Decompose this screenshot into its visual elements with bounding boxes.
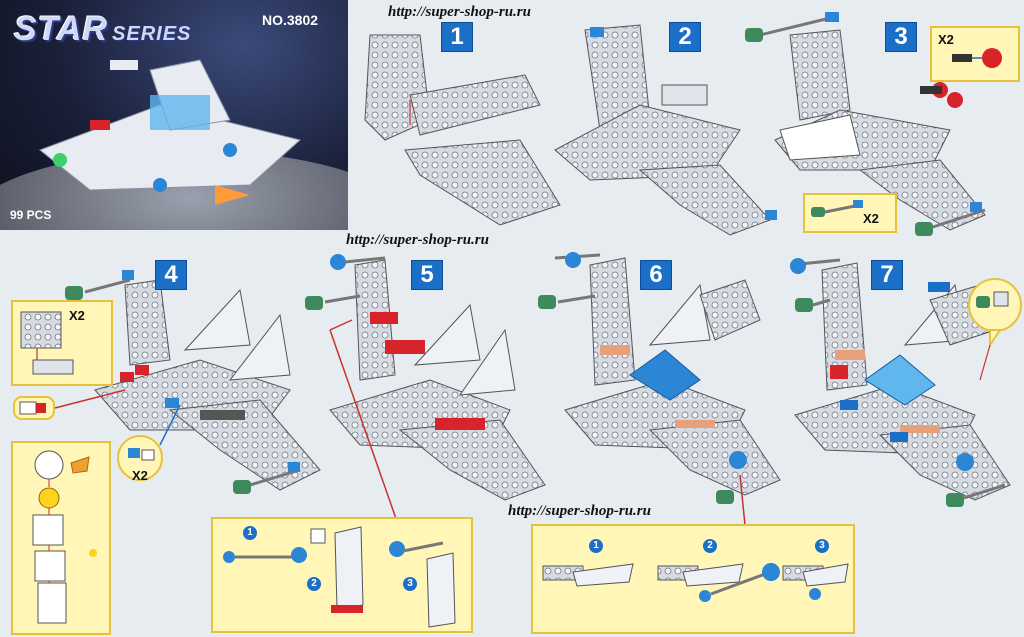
step3-bottom-callout: X2 <box>803 193 897 233</box>
step6-substep-3: 3 <box>815 539 829 553</box>
step6-substep-2: 2 <box>703 539 717 553</box>
piece-count: 99 PCS <box>10 208 52 222</box>
minifigure-assembly-icon <box>32 450 97 624</box>
step6-subassembly-callout: 1 2 3 <box>531 524 855 634</box>
step7-diagram <box>790 258 1011 507</box>
step6-subassembly-parts <box>542 563 849 602</box>
step4-plate-multiplier: X2 <box>69 308 85 323</box>
step5-substep-1: 1 <box>243 526 257 540</box>
step5-substep-3: 3 <box>403 577 417 591</box>
model-number: NO.3802 <box>262 12 319 28</box>
step5-diagram <box>305 254 546 531</box>
step5-subassembly-parts <box>223 526 456 628</box>
brand-star-text: STAR <box>14 10 109 48</box>
cover-spaceship-illustration <box>39 59 302 205</box>
watermark-url-middle: http://super-shop-ru.ru <box>346 232 489 248</box>
step4-diagram <box>54 270 321 494</box>
step2-diagram <box>554 24 777 236</box>
watermark-url-bottom: http://super-shop-ru.ru <box>508 503 651 519</box>
step3-diagram <box>745 12 986 236</box>
step6-substep-1: 1 <box>589 539 603 553</box>
step4-plate-part-icon <box>20 311 74 375</box>
step1-diagram <box>364 34 561 226</box>
step6-diagram <box>538 252 781 556</box>
minifigure-callout <box>11 441 111 635</box>
step-badge-6: 6 <box>640 260 672 290</box>
brand-series-text: SERIES <box>112 23 192 45</box>
step5-substep-2: 2 <box>307 577 321 591</box>
step-badge-3: 3 <box>885 22 917 52</box>
step3-top-callout: X2 <box>930 26 1020 82</box>
step4-bracket-multiplier: X2 <box>132 468 148 483</box>
step5-subassembly-callout: 1 2 3 <box>211 517 473 633</box>
step3-top-part-icon <box>952 48 1002 68</box>
watermark-url-top: http://super-shop-ru.ru <box>388 4 531 20</box>
step-badge-4: 4 <box>155 260 187 290</box>
step3-bottom-multiplier: X2 <box>863 211 879 226</box>
step3-top-multiplier: X2 <box>938 32 954 47</box>
step-badge-2: 2 <box>669 22 701 52</box>
step4-plate-callout: X2 <box>11 300 113 386</box>
step3-bottom-part-icon <box>811 200 863 217</box>
step-badge-7: 7 <box>871 260 903 290</box>
step-badge-5: 5 <box>411 260 443 290</box>
step-badge-1: 1 <box>441 22 473 52</box>
